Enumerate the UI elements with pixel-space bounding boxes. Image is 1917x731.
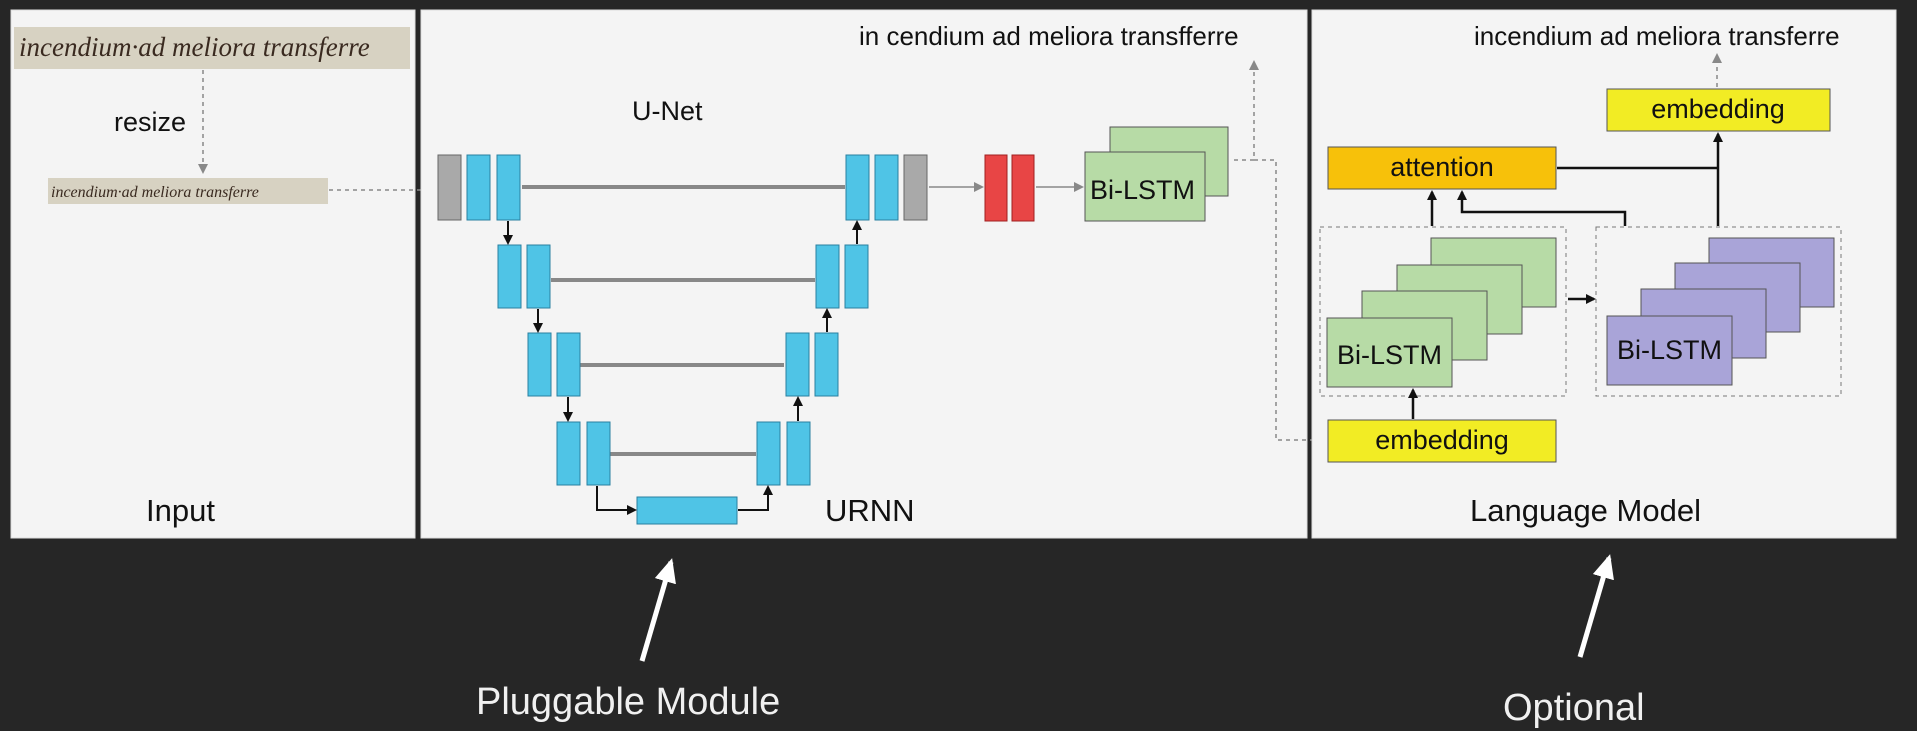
embedding-bottom-block [1327,419,1557,463]
unet-block [815,244,840,309]
bilstm-purple-group [1595,226,1842,397]
bilstm-green-layer [1326,317,1453,388]
unet-block [556,332,581,397]
lm-panel: incendium ad meliora transferre embeddin… [1311,9,1897,539]
unet-bottleneck-block [636,496,738,525]
embedding-top-label: embedding [1651,94,1785,124]
unet-block [527,332,552,397]
bilstm-green-group [1319,226,1567,397]
resize-label: resize [114,107,186,137]
unet-block [756,421,781,486]
unet-label: U-Net [632,96,703,126]
pluggable-caption: Pluggable Module [476,681,780,723]
attention-block [1327,146,1557,190]
urnn-output-text: in cendium ad meliora transfferre [859,21,1239,51]
manuscript-image-small: incendium·ad meliora transferre [48,178,328,204]
optional-pointer-arrow [1577,554,1614,658]
pluggable-pointer-arrow [639,558,676,662]
unet-block [496,154,521,221]
unet-block [874,154,899,221]
manuscript-image-large: incendium·ad meliora transferre [14,27,410,69]
optional-caption: Optional [1503,687,1645,729]
unet-gray-block [437,154,462,221]
input-title: Input [146,493,215,528]
unet-block [586,421,611,486]
urnn-bilstm-label: Bi-LSTM [1090,175,1195,205]
embedding-top-block [1606,88,1831,132]
urnn-to-lm-arrow [1254,159,1329,445]
unet-block [785,332,810,397]
unet-block [497,244,522,309]
attention-label: attention [1390,152,1494,182]
unet-block [556,421,581,486]
urnn-panel: in cendium ad meliora transfferre U-Net [420,9,1329,539]
input-panel: incendium·ad meliora transferre resize i… [10,9,438,539]
lm-title: Language Model [1470,493,1701,528]
unet-block [845,154,870,221]
red-block [984,154,1008,222]
embedding-bottom-label: embedding [1375,425,1509,455]
unet-block [844,244,869,309]
unet-block [466,154,491,221]
unet-block [814,332,839,397]
manuscript-text-large: incendium·ad meliora transferre [19,32,370,62]
unet-gray-block [903,154,928,221]
bilstm-front-block [1084,151,1206,222]
manuscript-text-small: incendium·ad meliora transferre [51,184,259,201]
bilstm-purple-layer [1606,315,1733,386]
red-block [1011,154,1035,222]
unet-block [786,421,811,486]
lm-output-text: incendium ad meliora transferre [1474,21,1840,51]
urnn-title: URNN [825,493,915,528]
unet-block [526,244,551,309]
bilstm-green-label: Bi-LSTM [1337,340,1442,370]
up-arrow [738,485,773,511]
bilstm-purple-label: Bi-LSTM [1617,335,1722,365]
down-arrow [596,486,637,515]
purple-to-attention-arrow [1457,190,1627,226]
